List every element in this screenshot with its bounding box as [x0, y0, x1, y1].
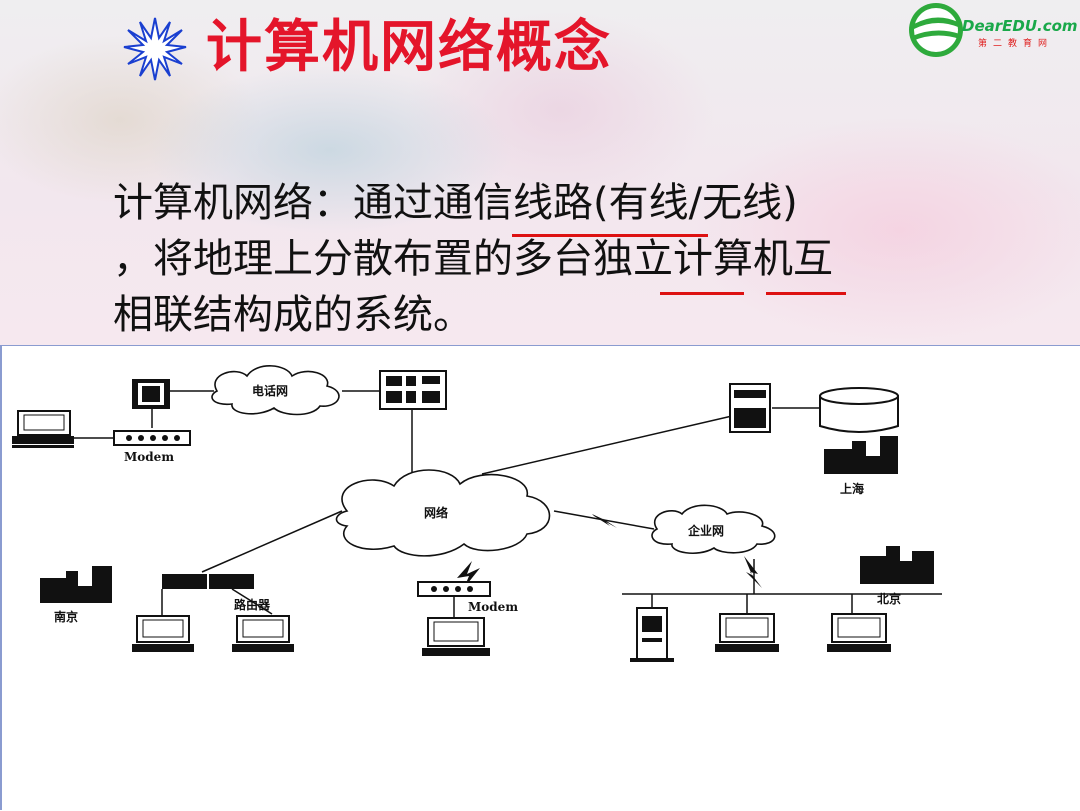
modem-icon	[113, 430, 191, 446]
label-modem-top: Modem	[124, 450, 175, 464]
underline-communication-line	[512, 234, 708, 237]
definition-text: 计算机网络：通过通信线路(有线/无线) ，将地理上分散布置的多台独立计算机互 相…	[113, 175, 1013, 343]
starburst-icon	[123, 17, 187, 81]
label-phone-network: 电话网	[252, 384, 289, 398]
computer-icon	[422, 617, 490, 656]
telephone-icon	[132, 379, 170, 409]
logo-text: DearEDU.com	[962, 17, 1078, 35]
definition-line-1: 计算机网络：通过通信线路(有线/无线)	[113, 180, 798, 226]
definition-line-2: ，将地理上分散布置的多台独立计算机互	[113, 236, 833, 282]
dearedu-logo	[909, 3, 963, 57]
network-diagram: 电话网 Modem 上海 网络 企业网 南京 路由器 Modem 北京	[0, 345, 1080, 810]
city-beijing-icon	[860, 546, 934, 584]
label-beijing: 北京	[877, 592, 902, 606]
label-enterprise-network: 企业网	[688, 524, 725, 538]
logo-subtitle: 第二教育网	[978, 39, 1054, 49]
definition-line-3: 相联结构成的系统。	[113, 292, 473, 338]
server-icon-beijing	[630, 607, 674, 662]
underline-independent	[766, 292, 846, 295]
computer-icon	[12, 410, 74, 448]
slide-background	[0, 0, 1080, 345]
computer-icon	[827, 613, 891, 652]
city-nanjing-icon	[40, 566, 112, 603]
modem-icon	[417, 581, 491, 597]
label-shanghai: 上海	[840, 482, 865, 496]
label-modem-middle: Modem	[468, 600, 519, 614]
router-icon	[162, 574, 254, 589]
server-icon-shanghai	[729, 383, 771, 433]
network-diagram-svg	[12, 365, 942, 662]
computer-icon	[715, 613, 779, 652]
computer-icon	[232, 615, 294, 652]
city-shanghai-icon	[824, 436, 898, 474]
computer-icon	[132, 615, 194, 652]
database-icon	[819, 387, 899, 433]
underline-multiple	[660, 292, 744, 295]
label-nanjing: 南京	[54, 610, 79, 624]
switch-icon	[379, 370, 447, 410]
label-network: 网络	[424, 506, 449, 520]
slide-title: 计算机网络概念	[206, 15, 612, 80]
label-router: 路由器	[234, 598, 271, 612]
